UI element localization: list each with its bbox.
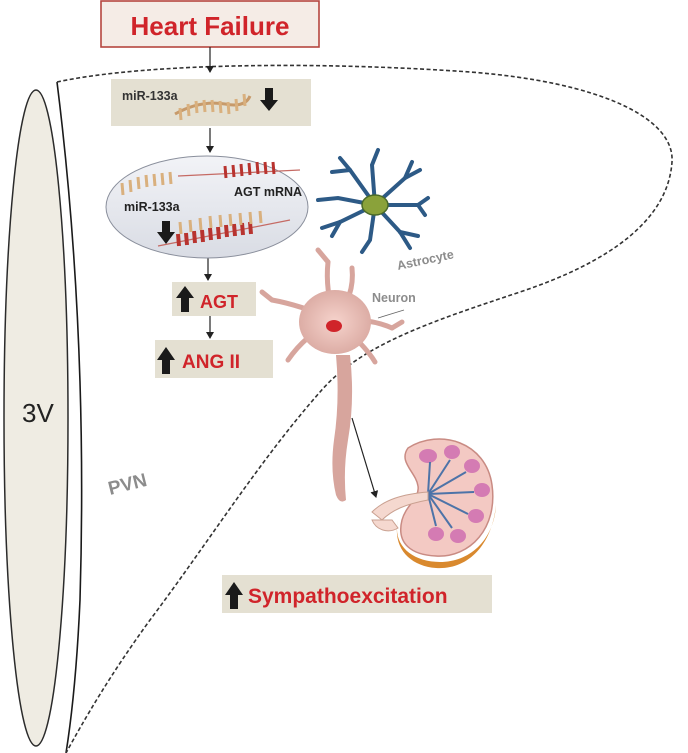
sympathoexcitation-label: Sympathoexcitation	[248, 585, 448, 608]
third-ventricle: 3V	[3, 89, 69, 747]
pvn-outline	[56, 64, 673, 753]
agt-mrna-strand-icon	[177, 161, 301, 179]
bound-duplex-icon	[157, 210, 291, 247]
mir133a-box: miR-133a	[111, 79, 311, 126]
down-arrow-icon	[260, 88, 278, 111]
astrocyte-label: Astrocyte	[396, 247, 455, 273]
agt-box: AGT	[172, 282, 256, 316]
up-arrow-icon	[157, 347, 175, 374]
up-arrow-icon	[176, 286, 194, 312]
pvn-left-boundary	[56, 81, 83, 753]
down-arrow-icon	[157, 221, 175, 244]
mir133a-label: miR-133a	[122, 89, 179, 103]
kidney-icon	[371, 438, 496, 569]
pvn-label: PVN	[106, 470, 149, 500]
neuron-icon	[259, 247, 405, 502]
astrocyte-nucleus	[361, 194, 389, 216]
neuron-nucleus	[326, 320, 342, 332]
heart-failure-title: Heart Failure	[131, 11, 290, 41]
arrow-neuron-to-kidney	[351, 417, 379, 498]
ang2-label: ANG II	[182, 352, 240, 373]
agt-label: AGT	[200, 292, 238, 312]
heart-failure-box: Heart Failure	[100, 0, 320, 48]
sympathoexcitation-box: Sympathoexcitation	[222, 575, 492, 613]
third-ventricle-label: 3V	[22, 398, 54, 428]
mirna-binding-oval: miR-133a AGT mRNA	[105, 155, 309, 259]
up-arrow-icon	[225, 582, 243, 609]
ang2-box: ANG II	[155, 340, 273, 378]
mir-strand-icon	[120, 171, 173, 196]
agt-mrna-label: AGT mRNA	[234, 185, 302, 199]
neuron-label: Neuron	[372, 291, 416, 305]
neuron-label-leader	[377, 309, 405, 319]
oval-mir133a-label: miR-133a	[124, 200, 181, 214]
mir133a-strand-icon	[174, 93, 252, 121]
